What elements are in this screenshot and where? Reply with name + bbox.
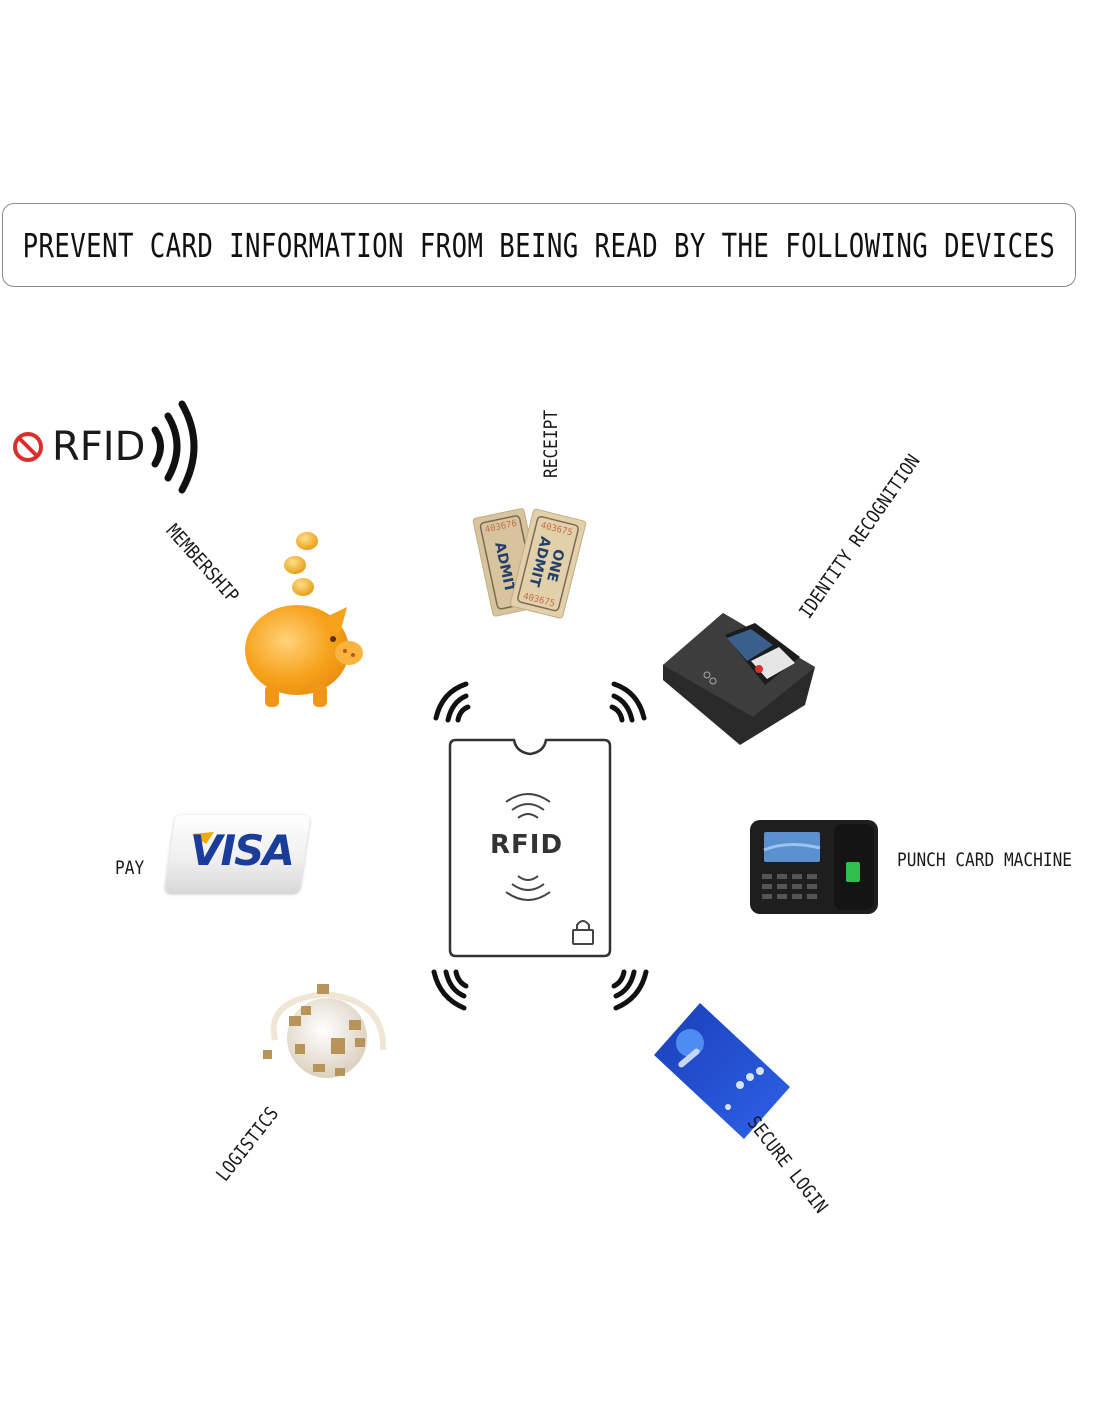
membership-label: MEMBERSHIP <box>161 520 244 607</box>
globe-packages-icon <box>263 984 387 1078</box>
rfid-blocked-logo <box>13 400 198 494</box>
sleeve-rfid-text: RFID <box>490 830 564 860</box>
identity-recognition-label: IDENTITY RECOGNITION <box>795 450 925 623</box>
headline-text: PREVENT CARD INFORMATION FROM BEING READ… <box>22 225 1056 265</box>
face-recognition-terminal-icon <box>663 613 815 745</box>
no-entry-icon <box>13 432 43 462</box>
lock-icon <box>572 920 594 945</box>
punch-card-machine-label: PUNCH CARD MACHINE <box>897 849 1073 871</box>
time-clock-icon <box>750 820 878 914</box>
signal-waves-icon <box>151 400 198 494</box>
sleeve-outline <box>448 738 612 958</box>
svg-text:ONE: ONE <box>543 547 567 583</box>
signal-waves-icon <box>505 793 551 901</box>
rfid-logo-text: RFID <box>52 424 146 470</box>
piggy-bank-icon <box>245 532 363 707</box>
ticket-icon: 403676 ADMIT 403675 ADMIT ONE 403675 <box>472 508 587 619</box>
corner-signal-waves-icon <box>431 681 649 1011</box>
logistics-label: LOGISTICS <box>212 1103 284 1186</box>
visa-brand-text: VISA <box>190 826 295 875</box>
receipt-label: RECEIPT <box>540 409 562 478</box>
pay-label: PAY <box>115 857 145 879</box>
headline-banner: PREVENT CARD INFORMATION FROM BEING READ… <box>2 203 1076 287</box>
visa-gold-accent <box>192 832 214 844</box>
rfid-sleeve <box>431 681 649 1011</box>
login-card-icon <box>654 1003 790 1139</box>
